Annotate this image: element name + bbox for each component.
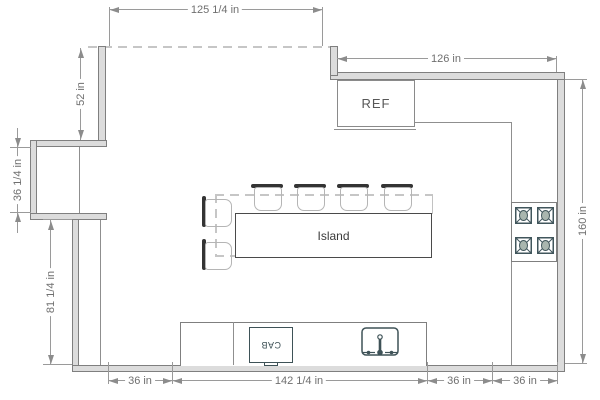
dimension-tick	[427, 362, 428, 384]
bar-stool-icon	[381, 184, 413, 211]
stool-back	[294, 184, 326, 188]
wall-top-right-stub	[330, 46, 338, 76]
dimension-label-top: 125 1/4 in	[187, 3, 243, 17]
dimension-arrow	[579, 354, 586, 363]
kitchen-island: Island	[235, 213, 432, 258]
faucet-icon	[362, 334, 398, 356]
dimension-tick	[565, 79, 587, 80]
burner-icon	[515, 207, 532, 224]
dimension-arrow	[483, 377, 492, 384]
burner-icon	[537, 237, 554, 254]
stool-seat	[383, 187, 412, 211]
wall-left-lower	[72, 219, 79, 366]
dimension-label-left-middle: 36 1/4 in	[11, 155, 25, 205]
stool-seat	[253, 187, 282, 211]
bar-stool-icon	[202, 196, 233, 227]
counter-edge-top	[415, 122, 512, 123]
base-cabinet: CAB	[249, 327, 293, 363]
bar-stool-icon	[251, 184, 283, 211]
dimension-tick	[322, 7, 323, 46]
dimension-arrow	[109, 377, 118, 384]
dimension-arrow	[313, 6, 322, 13]
dimension-label-left-upper: 52 in	[74, 79, 88, 109]
burner-icon	[515, 237, 532, 254]
cabinet-handle	[264, 362, 278, 366]
dimension-arrow	[77, 130, 84, 139]
stool-back	[337, 184, 369, 188]
dimension-tick	[557, 362, 558, 384]
dimension-tick	[492, 362, 493, 384]
dimension-tick	[556, 56, 557, 72]
dimension-tick	[172, 362, 173, 384]
dimension-arrow	[173, 377, 182, 384]
dimension-arrow	[14, 138, 21, 147]
island-label: Island	[317, 228, 350, 243]
dimension-arrow	[493, 377, 502, 384]
stool-back	[251, 184, 283, 188]
dimension-tick	[43, 219, 72, 220]
dimension-arrow	[163, 377, 172, 384]
dimension-label-bottom-4: 36 in	[510, 374, 540, 388]
dimension-arrow	[77, 49, 84, 58]
wall-top-left-vertical	[98, 46, 106, 147]
dimension-tick	[43, 364, 72, 365]
dimension-tick	[10, 212, 31, 213]
wall-top-right	[330, 72, 565, 80]
wall-right	[557, 72, 565, 372]
bar-stool-icon	[202, 239, 233, 270]
dimension-label-bottom-1: 36 in	[125, 374, 155, 388]
island-overhang-dashed-left	[215, 194, 217, 256]
dimension-tick	[108, 362, 109, 384]
island-overhang-dashed-bottom	[215, 255, 236, 257]
island-overhang-corner-line	[432, 195, 433, 214]
cabinet-label: CAB	[260, 340, 281, 350]
stool-back	[202, 239, 206, 270]
dimension-arrow	[418, 377, 427, 384]
stool-back	[381, 184, 413, 188]
burner-icon	[537, 207, 554, 224]
dimension-arrow	[47, 355, 54, 364]
dimension-line	[108, 380, 557, 381]
dimension-label-bottom-2: 142 1/4 in	[271, 374, 327, 388]
bar-stool-icon	[294, 184, 326, 211]
stool-seat	[205, 241, 232, 270]
refrigerator: REF	[337, 80, 415, 127]
dimension-arrow	[47, 221, 54, 230]
dimension-arrow	[428, 377, 437, 384]
dimension-tick	[565, 363, 587, 364]
dimension-arrow	[547, 55, 556, 62]
alcove-interior-line	[79, 147, 80, 213]
stool-back	[202, 196, 206, 227]
counter-bottom-divider	[233, 322, 234, 365]
wall-alcove-top	[30, 140, 107, 147]
stool-seat	[205, 198, 232, 227]
dimension-arrow	[579, 80, 586, 89]
stool-seat	[296, 187, 325, 211]
dimension-arrow	[110, 6, 119, 13]
dimension-tick	[109, 7, 110, 46]
dimension-tick	[10, 147, 31, 148]
dimension-label-bottom-3: 36 in	[444, 374, 474, 388]
dimension-label-top-right: 126 in	[428, 52, 464, 66]
dimension-arrow	[14, 213, 21, 222]
dimension-label-left-lower: 81 1/4 in	[44, 267, 58, 317]
refrigerator-label: REF	[361, 96, 391, 111]
refrigerator-front-line	[334, 129, 416, 130]
stool-seat	[339, 187, 368, 211]
dimension-label-right: 160 in	[576, 203, 590, 239]
left-interior-line	[100, 220, 101, 365]
dimension-arrow	[338, 55, 347, 62]
opening-dashed-line	[88, 46, 330, 48]
bar-stool-icon	[337, 184, 369, 211]
wall-alcove-left	[30, 140, 37, 220]
cooktop-burners	[515, 207, 554, 254]
sink-icon	[361, 327, 399, 356]
dimension-arrow	[548, 377, 557, 384]
